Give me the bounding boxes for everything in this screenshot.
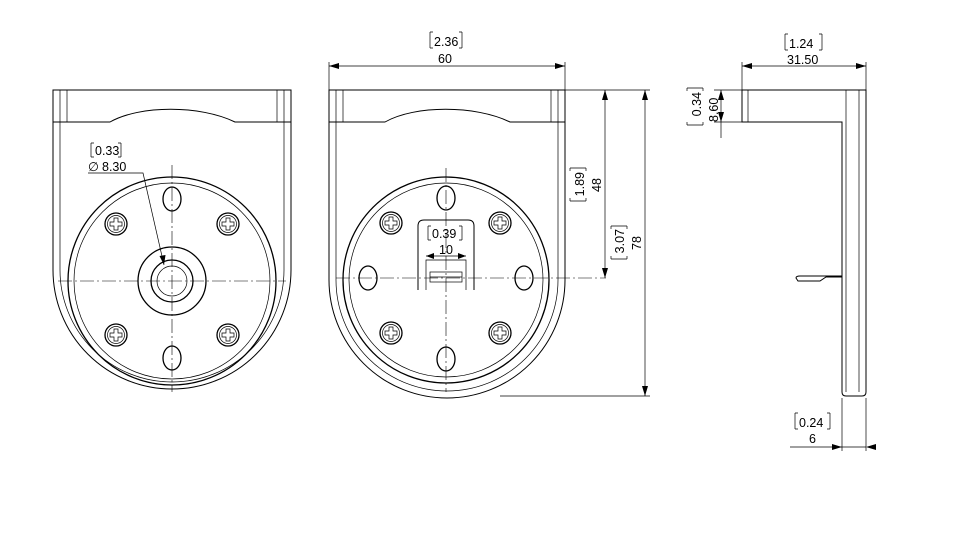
screw-icon <box>104 212 128 236</box>
slot-inch: 0.39 <box>432 227 456 241</box>
left-view: 0.33 ∅ 8.30 <box>52 89 292 392</box>
flange-inch: 0.34 <box>690 92 704 116</box>
depth-mm: 31.50 <box>787 53 818 67</box>
screw-icon <box>488 321 512 345</box>
slot-mm: 10 <box>439 243 453 257</box>
hole-dia-mm: 8.30 <box>102 160 126 174</box>
plate-inch: 0.24 <box>799 416 823 430</box>
screw-icon <box>488 211 512 235</box>
plate-mm: 6 <box>809 432 816 446</box>
depth-inch: 1.24 <box>789 37 813 51</box>
center-height-mm: 48 <box>590 178 604 192</box>
screw-icon <box>104 323 128 347</box>
flange-mm: 8.60 <box>707 98 721 122</box>
width-inch: 2.36 <box>434 35 458 49</box>
hole-dia-symbol: ∅ <box>88 160 99 174</box>
total-height-inch: 3.07 <box>613 229 627 253</box>
middle-view: 0.39 10 2.36 60 1.89 48 3.07 78 <box>328 31 650 399</box>
screw-icon <box>379 211 403 235</box>
screw-icon <box>216 323 240 347</box>
side-view: 1.24 31.50 0.34 8.60 0.24 6 <box>686 33 876 451</box>
width-mm: 60 <box>438 52 452 66</box>
screw-icon <box>216 212 240 236</box>
center-height-inch: 1.89 <box>573 172 587 196</box>
bracket-outline-left <box>52 89 292 390</box>
bracket-outline-middle <box>328 89 566 399</box>
hole-dia-inch: 0.33 <box>95 144 119 158</box>
total-height-mm: 78 <box>630 236 644 250</box>
bracket-side-profile <box>741 89 867 397</box>
screw-icon <box>379 321 403 345</box>
